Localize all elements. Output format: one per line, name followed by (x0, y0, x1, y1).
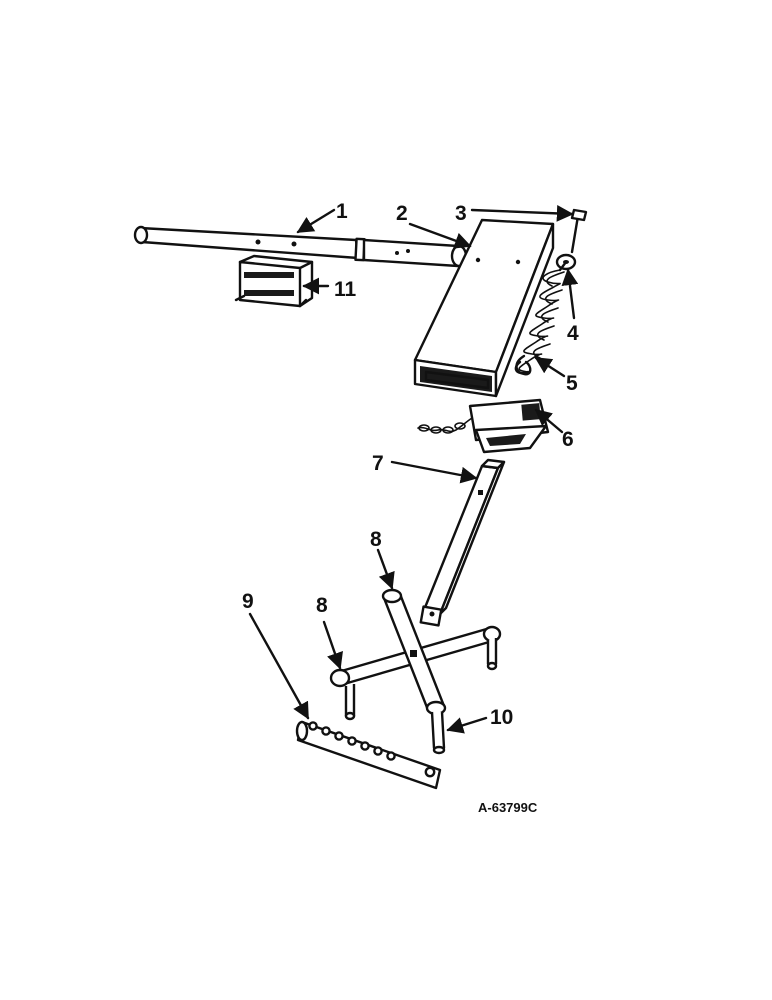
part-8-crossbars (329, 588, 502, 755)
part-9-link-plate (295, 720, 442, 790)
callout-5: 5 (566, 372, 578, 395)
callout-3: 3 (455, 202, 467, 225)
callout-8-lower: 8 (316, 594, 328, 617)
callout-8-upper: 8 (370, 528, 382, 551)
part-3-bolt (570, 208, 588, 254)
part-11-bracket (234, 254, 314, 308)
callout-11: 11 (334, 278, 357, 301)
part-1-tube (133, 225, 468, 268)
callout-7: 7 (372, 452, 384, 475)
part-6-clevis (417, 398, 550, 454)
callout-9: 9 (242, 590, 254, 613)
part-2-box-channel (413, 218, 555, 398)
part-7-bar (419, 458, 506, 627)
leader-lines (248, 205, 579, 734)
callout-1: 1 (336, 200, 348, 223)
callout-10: 10 (490, 706, 513, 729)
part-5-spring (514, 260, 568, 376)
callout-2: 2 (396, 202, 408, 225)
callout-6: 6 (562, 428, 574, 451)
callout-4: 4 (567, 322, 579, 345)
drawing-number: A-63799C (478, 800, 538, 815)
